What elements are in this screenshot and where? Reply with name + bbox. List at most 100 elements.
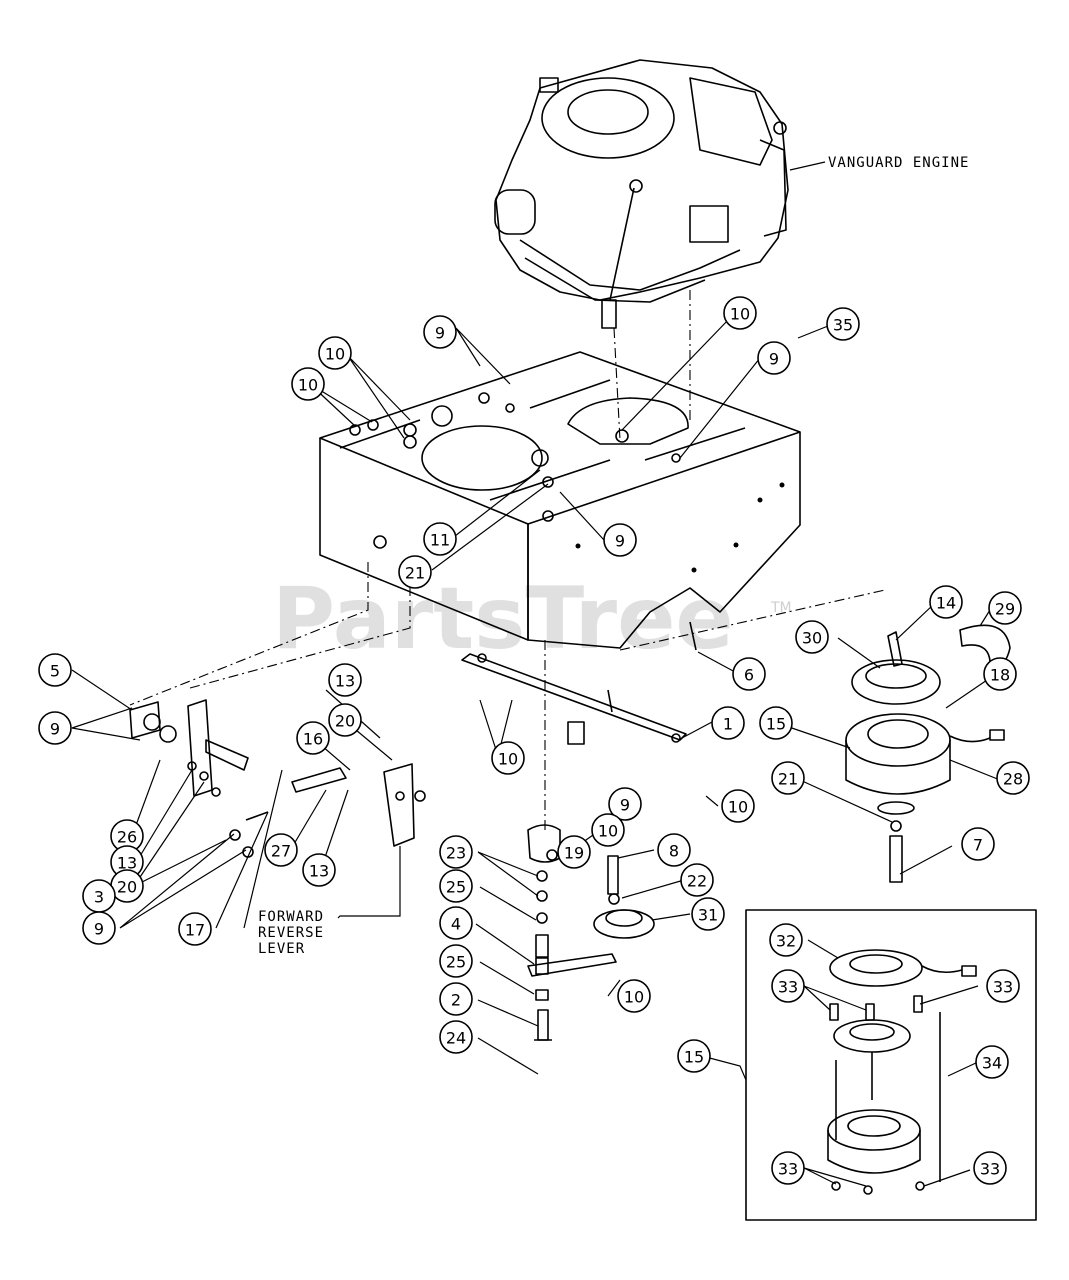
callout-21-frame: 21 <box>398 555 432 589</box>
callout-circle <box>439 869 473 903</box>
callout-10-left-a: 10 <box>318 336 352 370</box>
callout-13-mid: 13 <box>110 845 144 879</box>
lever-label-line2: REVERSE <box>258 925 324 941</box>
callout-number: 31 <box>698 906 718 925</box>
callout-circle <box>82 911 116 945</box>
callout-circle <box>769 923 803 957</box>
callout-circle <box>691 897 725 931</box>
callout-32: 32 <box>769 923 803 957</box>
frame-axis-left-2 <box>189 586 411 689</box>
callout-circle <box>591 813 625 847</box>
callout-16: 16 <box>296 721 330 755</box>
callout-circle <box>759 706 793 740</box>
callout-circle <box>557 835 591 869</box>
callout-circle <box>757 341 791 375</box>
callout-circle <box>771 1151 805 1185</box>
callout-1: 1 <box>711 706 745 740</box>
lever-label-line3: LEVER <box>258 941 305 957</box>
callout-circle <box>296 721 330 755</box>
callout-number: 15 <box>766 715 786 734</box>
callout-circle <box>291 367 325 401</box>
callout-circle <box>973 1151 1007 1185</box>
callout-number: 13 <box>309 862 329 881</box>
callout-number: 8 <box>669 842 679 861</box>
callout-number: 19 <box>564 844 584 863</box>
callout-circle <box>988 591 1022 625</box>
callout-15-inset: 15 <box>677 1039 711 1073</box>
callout-number: 35 <box>833 316 853 335</box>
callout-7: 7 <box>961 827 995 861</box>
callout-10-idler: 10 <box>617 979 651 1013</box>
left-bracket-drawing <box>129 699 426 858</box>
callout-number: 7 <box>973 836 983 855</box>
callout-30: 30 <box>795 620 829 654</box>
callout-25-low: 25 <box>439 944 473 978</box>
callout-circle <box>996 761 1030 795</box>
callout-3: 3 <box>82 879 116 913</box>
callout-circle <box>603 523 637 557</box>
frame-axis-left-1 <box>129 562 369 706</box>
callout-circle <box>771 761 805 795</box>
callout-9-frame: 9 <box>603 523 637 557</box>
callout-circle <box>771 969 805 1003</box>
callout-18: 18 <box>983 657 1017 691</box>
callout-number: 9 <box>435 324 445 343</box>
callout-13-top: 13 <box>328 663 362 697</box>
inset-drawing <box>827 949 977 1195</box>
callout-27: 27 <box>264 833 298 867</box>
callout-number: 21 <box>778 770 798 789</box>
callout-number: 20 <box>335 712 355 731</box>
callout-circle <box>328 703 362 737</box>
callout-21-clutch: 21 <box>771 761 805 795</box>
callout-circle <box>826 307 860 341</box>
callout-circle <box>398 555 432 589</box>
leader-lines <box>71 317 1001 1187</box>
callout-number: 33 <box>778 978 798 997</box>
engine-axis-1 <box>613 327 621 441</box>
callout-circle <box>608 787 642 821</box>
callout-10-left-b: 10 <box>291 367 325 401</box>
callout-number: 25 <box>446 953 466 972</box>
callout-number: 24 <box>446 1029 466 1048</box>
bracket-drawing <box>461 621 697 745</box>
callout-number: 10 <box>325 345 345 364</box>
callout-number: 15 <box>684 1048 704 1067</box>
callout-25-top: 25 <box>439 869 473 903</box>
callout-20-mid: 20 <box>110 869 144 903</box>
callout-number: 5 <box>50 662 60 681</box>
callout-19: 19 <box>557 835 591 869</box>
callout-9-bracket: 9 <box>608 787 642 821</box>
callout-number: 27 <box>271 842 291 861</box>
callout-number: 9 <box>94 920 104 939</box>
callout-number: 6 <box>744 666 754 685</box>
frame-fasteners <box>349 392 681 488</box>
callout-circle <box>929 585 963 619</box>
callout-circle <box>318 336 352 370</box>
callout-number: 10 <box>730 305 750 324</box>
callout-10-mid: 10 <box>491 741 525 775</box>
callout-10-top: 10 <box>723 296 757 330</box>
callout-circle <box>439 835 473 869</box>
callout-circle <box>657 833 691 867</box>
inset-frame <box>745 909 1037 1221</box>
callout-4: 4 <box>439 906 473 940</box>
frame-drawing <box>319 351 801 649</box>
callout-number: 32 <box>776 932 796 951</box>
callout-number: 18 <box>990 666 1010 685</box>
callout-number: 10 <box>598 822 618 841</box>
callout-circle <box>961 827 995 861</box>
engine-leader <box>789 161 826 171</box>
callout-number: 33 <box>980 1160 1000 1179</box>
clutch-drawing <box>845 624 1011 883</box>
callout-circle <box>423 522 457 556</box>
callout-8: 8 <box>657 833 691 867</box>
callout-9-left: 9 <box>38 711 72 745</box>
callout-number: 10 <box>728 798 748 817</box>
callout-number: 30 <box>802 629 822 648</box>
engine-label: VANGUARD ENGINE <box>828 155 969 171</box>
callout-6: 6 <box>732 657 766 691</box>
callout-9-top: 9 <box>423 315 457 349</box>
callout-number: 26 <box>117 828 137 847</box>
callout-circle <box>617 979 651 1013</box>
callout-circle <box>677 1039 711 1073</box>
